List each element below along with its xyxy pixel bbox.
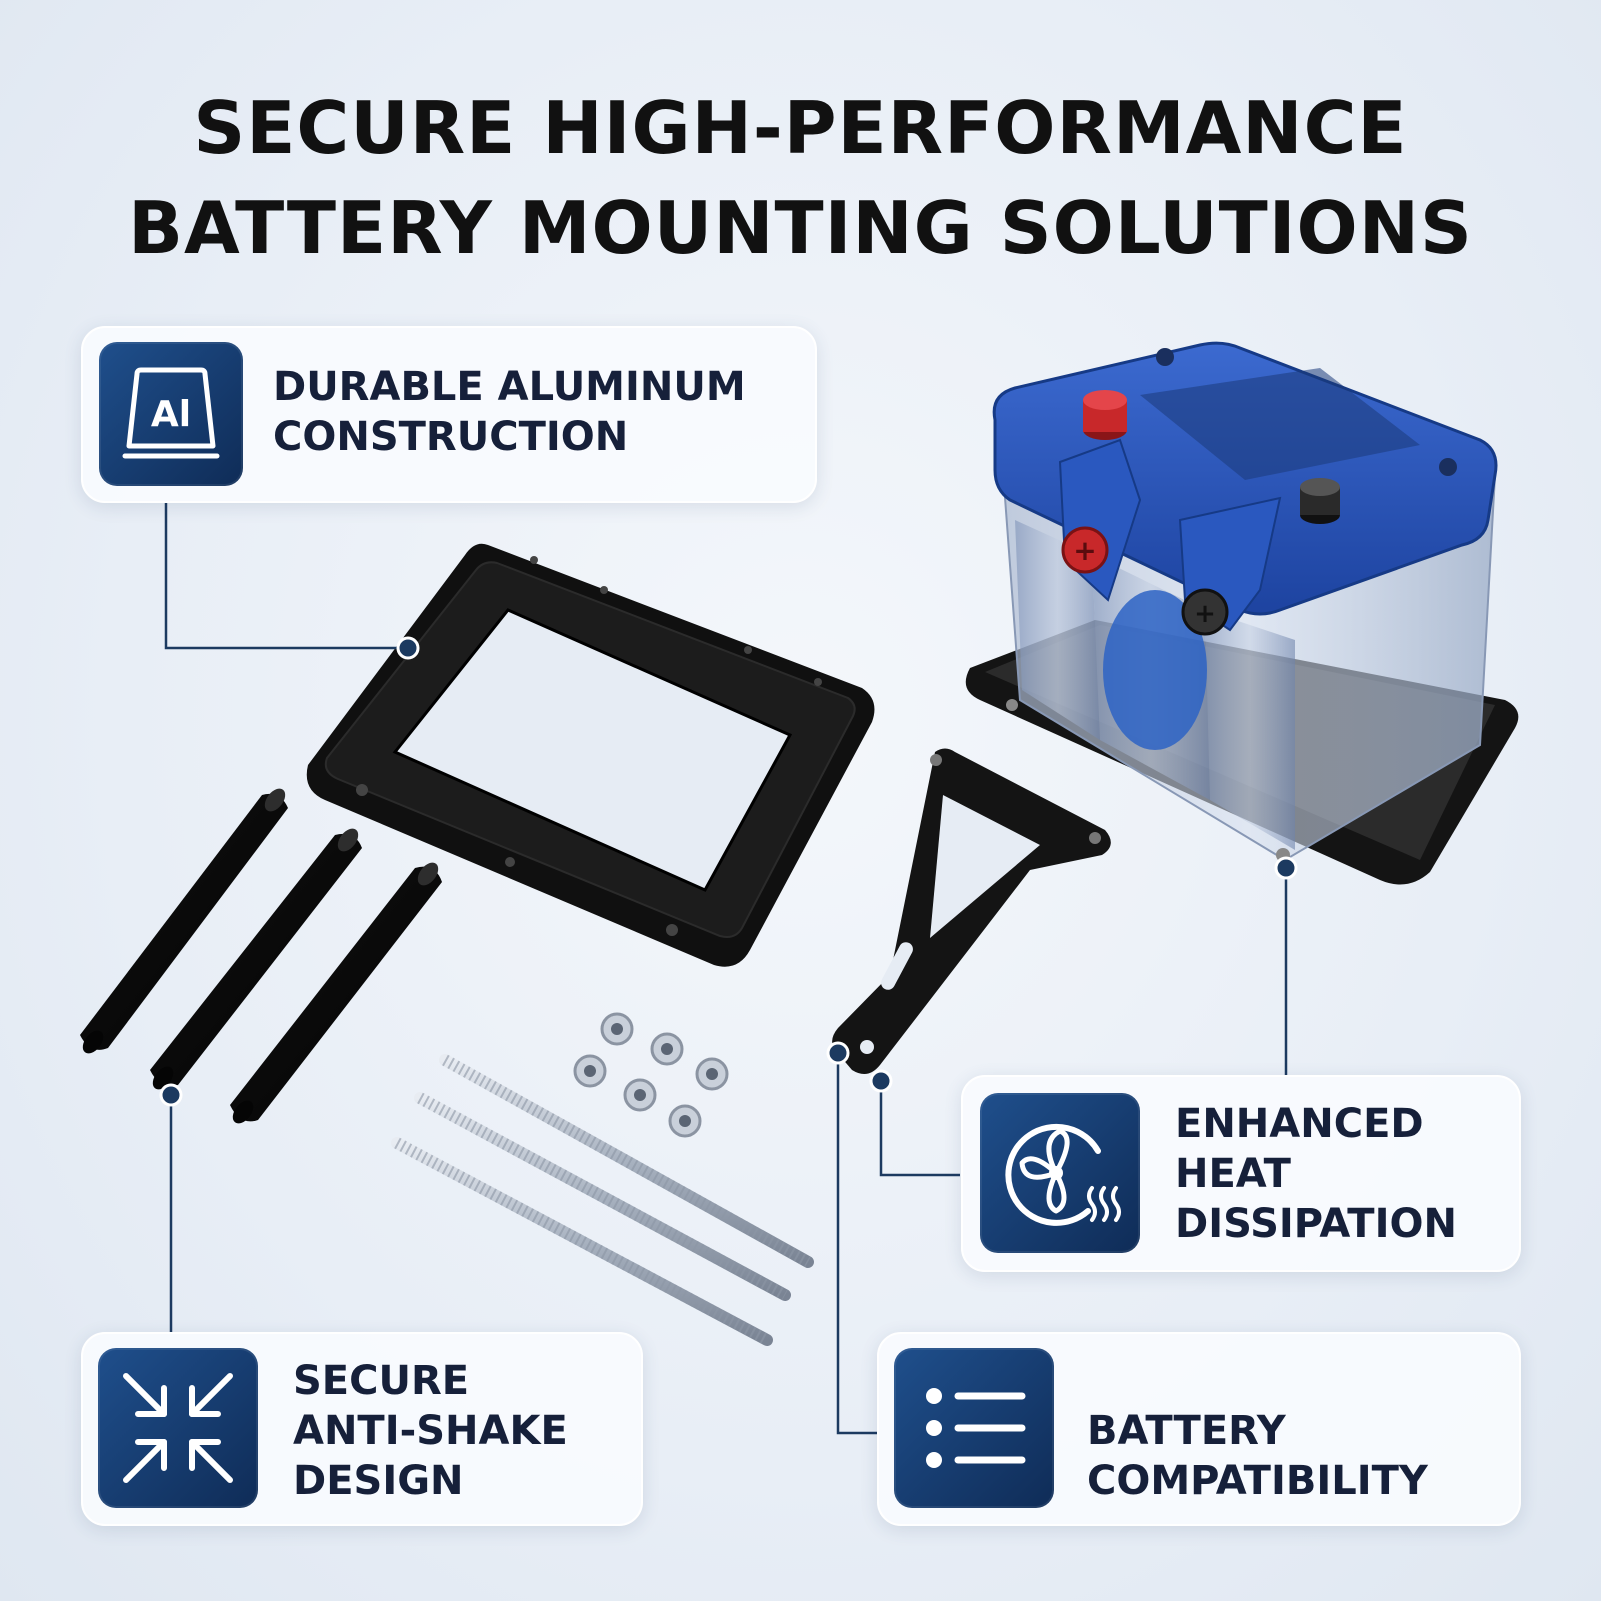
feature-line: DESIGN xyxy=(293,1458,464,1504)
feature-title-compat: BATTERY COMPATIBILITY xyxy=(1087,1406,1428,1506)
spacer-rod-1 xyxy=(80,788,288,1054)
feature-card-antishake: SECURE ANTI-SHAKE DESIGN xyxy=(81,1332,643,1526)
compress-arrows-icon xyxy=(98,1348,258,1508)
feature-line: DISSIPATION xyxy=(1175,1201,1457,1247)
feature-line: BATTERY xyxy=(1087,1408,1286,1454)
feature-title-aluminum: DURABLE ALUMINUM CONSTRUCTION xyxy=(273,362,746,462)
feature-line: ANTI-SHAKE xyxy=(293,1408,568,1454)
fan-heat-icon xyxy=(980,1093,1140,1253)
feature-card-compat: BATTERY COMPATIBILITY xyxy=(877,1332,1521,1526)
feature-line: COMPATIBILITY xyxy=(1087,1458,1428,1504)
aluminum-element-icon: Al xyxy=(99,342,243,486)
spacer-rod-2 xyxy=(150,828,362,1090)
feature-title-heat: ENHANCED HEAT DISSIPATION xyxy=(1175,1099,1457,1249)
spacer-rods xyxy=(80,788,442,1124)
svg-text:Al: Al xyxy=(151,394,191,435)
svg-text:+: + xyxy=(1073,534,1096,567)
feature-line: CONSTRUCTION xyxy=(273,414,629,460)
feature-line: HEAT xyxy=(1175,1151,1291,1197)
hold-down-bracket xyxy=(832,748,1111,1074)
page-title: SECURE HIGH-PERFORMANCE BATTERY MOUNTING… xyxy=(0,78,1601,278)
page-title-line-2: BATTERY MOUNTING SOLUTIONS xyxy=(128,186,1473,270)
feature-card-aluminum: Al DURABLE ALUMINUM CONSTRUCTION xyxy=(81,326,817,503)
feature-title-antishake: SECURE ANTI-SHAKE DESIGN xyxy=(293,1356,568,1506)
battery-assembly: + + xyxy=(965,341,1519,885)
page-title-line-1: SECURE HIGH-PERFORMANCE xyxy=(193,86,1408,170)
battery-tray-frame xyxy=(306,543,875,967)
list-icon xyxy=(894,1348,1054,1508)
feature-line: DURABLE ALUMINUM xyxy=(273,364,746,410)
spacer-rod-3 xyxy=(230,862,442,1124)
feature-card-heat: ENHANCED HEAT DISSIPATION xyxy=(961,1075,1521,1272)
svg-text:+: + xyxy=(1194,599,1216,629)
feature-line: ENHANCED xyxy=(1175,1101,1424,1147)
feature-line: SECURE xyxy=(293,1358,470,1404)
flange-nuts xyxy=(573,1012,729,1138)
threaded-rods xyxy=(391,1054,814,1346)
